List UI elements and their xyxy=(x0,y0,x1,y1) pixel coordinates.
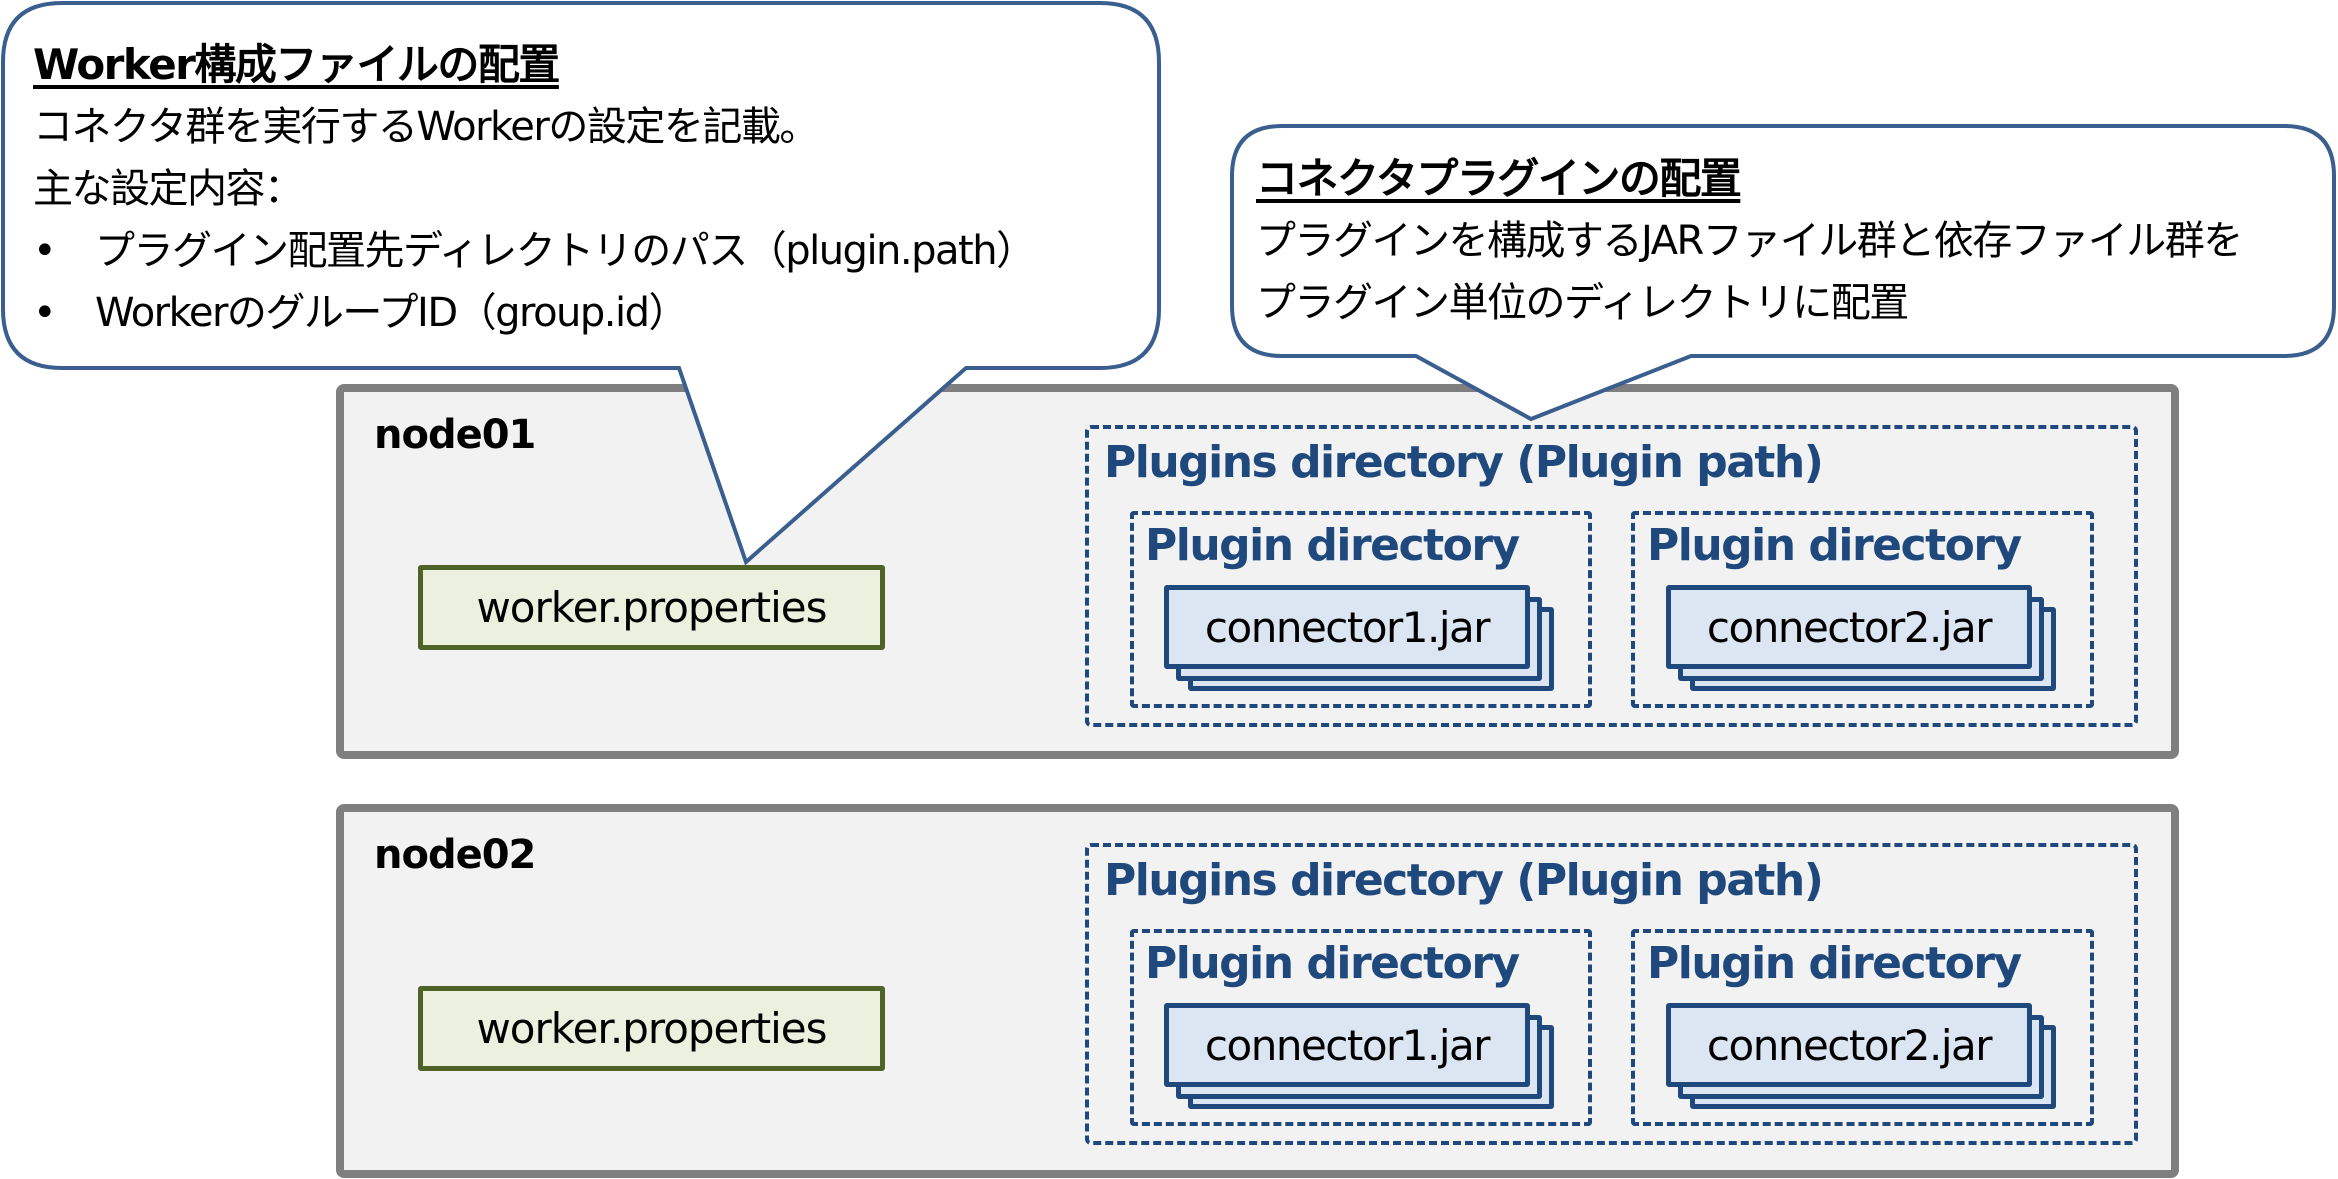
node01-plugin-directory-2-label: Plugin directory xyxy=(1647,520,2022,571)
node01-worker-properties-file[interactable]: worker.properties xyxy=(418,565,885,650)
node01-connector2-jar[interactable]: connector2.jar xyxy=(1666,585,2032,669)
worker-properties-label: worker.properties xyxy=(476,583,827,632)
node02-worker-properties-file[interactable]: worker.properties xyxy=(418,986,885,1071)
worker-config-bullet-2: • WorkerのグループID（group.id） xyxy=(33,282,1035,344)
node01-plugins-directory xyxy=(1085,425,2138,727)
connector-plugin-callout-title: コネクタプラグインの配置 xyxy=(1256,154,1742,203)
node01-plugins-directory-label: Plugins directory (Plugin path) xyxy=(1104,437,1824,488)
connector-plugin-callout-line2: プラグイン単位のディレクトリに配置 xyxy=(1256,280,1909,326)
connector-plugin-callout-line1: プラグインを構成するJARファイル群と依存ファイル群を xyxy=(1256,218,2243,264)
worker-config-callout-title: Worker構成ファイルの配置 xyxy=(33,40,560,89)
node01-plugin-directory-1 xyxy=(1130,511,1592,708)
bullet-icon: • xyxy=(33,228,57,274)
worker-config-callout: Worker構成ファイルの配置 コネクタ群を実行するWorkerの設定を記載。 … xyxy=(33,34,1036,344)
node02-plugin-directory-2 xyxy=(1631,929,2094,1126)
node02-plugin-directory-1 xyxy=(1130,929,1592,1126)
worker-config-callout-bubble xyxy=(1,1,1161,566)
bullet-text: プラグイン配置先ディレクトリのパス（plugin.path） xyxy=(95,228,1036,274)
node02-plugin-directory-2-label: Plugin directory xyxy=(1647,938,2022,989)
node01-connector1-jar[interactable]: connector1.jar xyxy=(1164,585,1530,669)
node02-connector2-jar[interactable]: connector2.jar xyxy=(1666,1003,2032,1087)
node02-plugins-directory-label: Plugins directory (Plugin path) xyxy=(1104,855,1824,906)
connector-plugin-callout-bubble xyxy=(1230,124,2336,422)
jar-label: connector2.jar xyxy=(1706,602,1993,652)
bullet-icon: • xyxy=(33,290,57,336)
worker-properties-label: worker.properties xyxy=(476,1004,827,1053)
node02-connector1-jar[interactable]: connector1.jar xyxy=(1164,1003,1530,1087)
node02-plugins-directory xyxy=(1085,843,2138,1145)
worker-config-callout-line2: 主な設定内容： xyxy=(33,166,304,212)
connector-plugin-callout: コネクタプラグインの配置 プラグインを構成するJARファイル群と依存ファイル群を… xyxy=(1256,148,2243,334)
bullet-text: WorkerのグループID（group.id） xyxy=(95,290,689,336)
worker-config-callout-line1: コネクタ群を実行するWorkerの設定を記載。 xyxy=(33,104,819,150)
node01-plugin-directory-2 xyxy=(1631,511,2094,708)
worker-config-bullet-1: • プラグイン配置先ディレクトリのパス（plugin.path） xyxy=(33,220,1036,282)
node02-label: node02 xyxy=(374,832,536,878)
jar-label: connector2.jar xyxy=(1706,1020,1993,1070)
jar-label: connector1.jar xyxy=(1204,602,1491,652)
jar-label: connector1.jar xyxy=(1204,1020,1491,1070)
node01-plugin-directory-1-label: Plugin directory xyxy=(1145,520,1520,571)
node02-plugin-directory-1-label: Plugin directory xyxy=(1145,938,1520,989)
node01-label: node01 xyxy=(374,412,536,458)
